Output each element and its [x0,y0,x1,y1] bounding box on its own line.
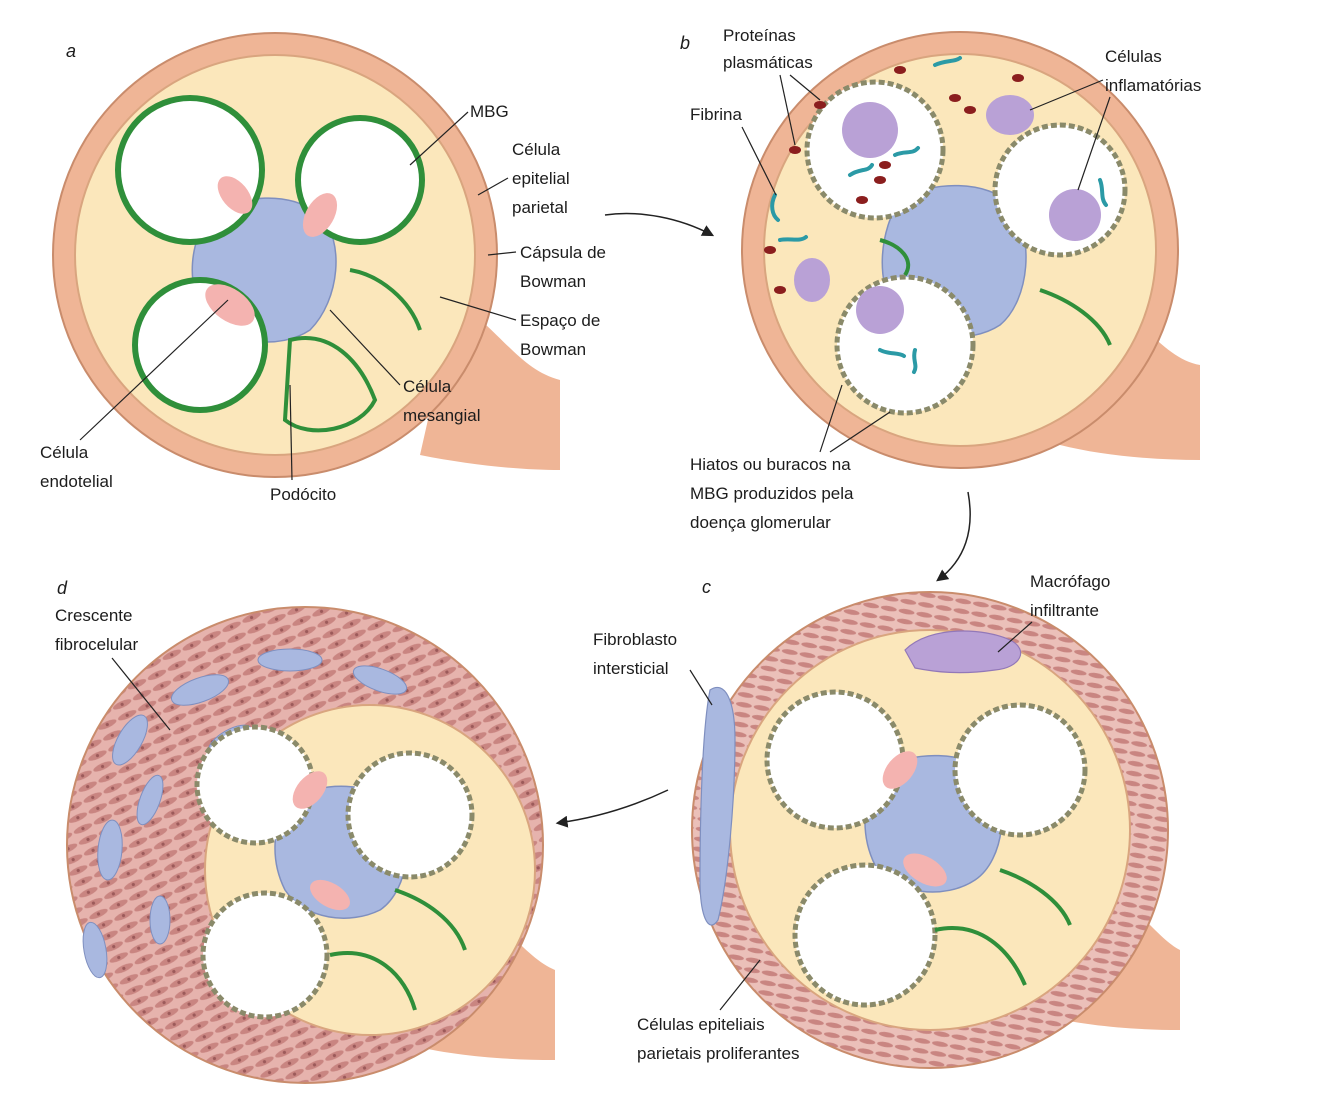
label-epiteliais-1: Células epiteliais [637,1015,765,1034]
label-espaco-1: Espaço de [520,311,600,330]
fibrin-strand [914,350,915,372]
capillary-loop-c1 [767,692,903,828]
capillary-loop-d2 [348,753,472,877]
label-proteinas-2: plasmáticas [723,53,813,72]
label-endotelial-2: endotelial [40,472,113,491]
label-capsula-2: Bowman [520,272,586,291]
plasma-protein [1012,74,1024,82]
capillary-loop-b3 [837,277,973,413]
panel-letter-c: c [702,577,711,597]
panel-c: c Macrófago infiltrante Fibroblasto inte… [593,572,1180,1068]
leader-fibroblasto [690,670,712,705]
label-fibroblasto-1: Fibroblasto [593,630,677,649]
inflammatory-cell-b3 [856,286,904,334]
capillary-loop-d3 [203,893,327,1017]
label-fibroblasto-2: intersticial [593,659,669,678]
plasma-protein [894,66,906,74]
label-celula-epitelial-1: Célula [512,140,561,159]
label-fibrina: Fibrina [690,105,743,124]
plasma-protein [949,94,961,102]
label-capsula-1: Cápsula de [520,243,606,262]
label-celula-epitelial-2: epitelial [512,169,570,188]
arrow-b-to-c [938,492,970,580]
panel-letter-a: a [66,41,76,61]
label-mesangial-1: Célula [403,377,452,396]
label-mbg: MBG [470,102,509,121]
label-celula-epitelial-3: parietal [512,198,568,217]
label-hiatos-1: Hiatos ou buracos na [690,455,851,474]
label-mesangial-2: mesangial [403,406,481,425]
label-crescente-2: fibrocelular [55,635,138,654]
crescent-fibroblast [150,896,170,944]
label-macrofago-1: Macrófago [1030,572,1110,591]
plasma-protein [856,196,868,204]
plasma-protein [874,176,886,184]
plasma-protein [774,286,786,294]
crescent-fibroblast [258,649,322,671]
panel-b: b [680,26,1201,532]
panel-letter-b: b [680,33,690,53]
label-epiteliais-2: parietais proliferantes [637,1044,800,1063]
plasma-protein [964,106,976,114]
label-hiatos-3: doença glomerular [690,513,831,532]
inflammatory-cell-b5 [794,258,830,302]
arrow-c-to-d [558,790,668,823]
label-hiatos-2: MBG produzidos pela [690,484,854,503]
panel-letter-d: d [57,578,68,598]
plasma-protein [764,246,776,254]
label-macrofago-2: infiltrante [1030,601,1099,620]
label-crescente-1: Crescente [55,606,132,625]
panel-a: a MBG Célula epitelial parietal Cápsula … [40,33,606,504]
inflammatory-cell-b4 [986,95,1034,135]
label-inflamatorias-1: Células [1105,47,1162,66]
inflammatory-cell-b2 [1049,189,1101,241]
label-podocito: Podócito [270,485,336,504]
label-espaco-2: Bowman [520,340,586,359]
plasma-protein [789,146,801,154]
label-inflamatorias-2: inflamatórias [1105,76,1201,95]
label-endotelial-1: Célula [40,443,89,462]
capillary-loop-c3 [795,865,935,1005]
plasma-protein [879,161,891,169]
capillary-loop-d1 [197,727,313,843]
panel-d: d Crescente fibrocelular [55,578,555,1083]
arrow-a-to-b [605,214,712,235]
inflammatory-cell-b1 [842,102,898,158]
plasma-protein [814,101,826,109]
capillary-loop-c2 [955,705,1085,835]
capillary-loop-a1 [118,98,262,242]
label-proteinas-1: Proteínas [723,26,796,45]
